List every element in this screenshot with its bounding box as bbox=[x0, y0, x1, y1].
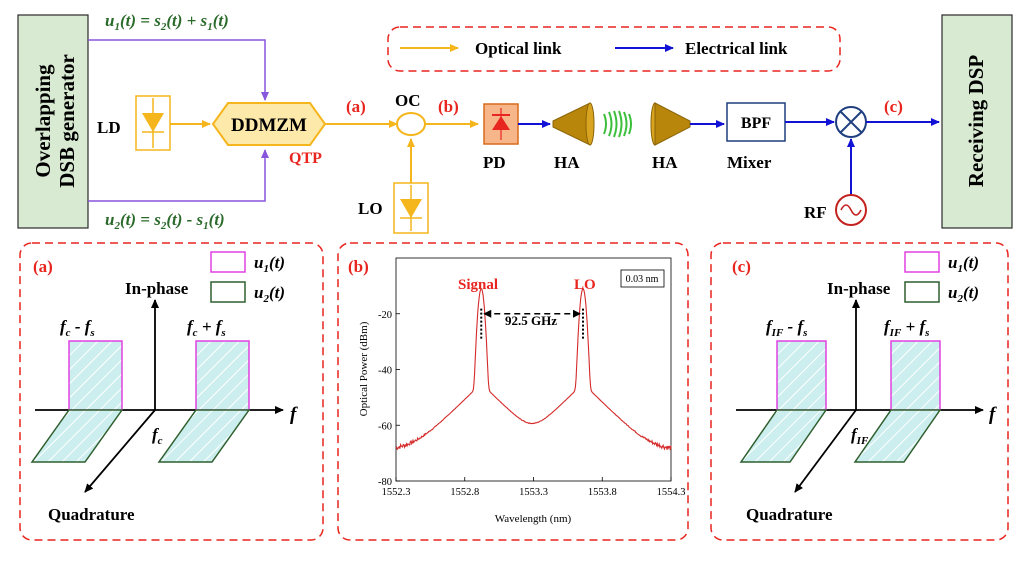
upper-sideband-quadrature bbox=[157, 409, 251, 463]
lo-source-label: LO bbox=[358, 199, 383, 218]
quadrature-label: Quadrature bbox=[746, 505, 833, 524]
optical-link-label: Optical link bbox=[475, 39, 562, 58]
chart-plot-area bbox=[395, 257, 672, 482]
rf-label: RF bbox=[804, 203, 827, 222]
point-b-tag: (b) bbox=[438, 97, 459, 116]
panel-a-tag: (a) bbox=[33, 257, 53, 276]
mixer-icon bbox=[835, 106, 867, 138]
ha-tx-label: HA bbox=[554, 153, 580, 172]
upper-band-label: fIF + fs bbox=[884, 317, 929, 339]
qtp-label: QTP bbox=[289, 150, 322, 167]
wireless-wave-icon bbox=[603, 110, 632, 138]
point-c-tag: (c) bbox=[884, 97, 903, 116]
ha-rx-label: HA bbox=[652, 153, 678, 172]
x-tick-label: 1553.3 bbox=[519, 487, 548, 498]
spectrum-trace bbox=[395, 287, 672, 451]
point-a-tag: (a) bbox=[346, 97, 366, 116]
y-tick-label: -60 bbox=[378, 421, 392, 432]
bandpass-filter-block: BPF bbox=[726, 102, 786, 142]
upper-sideband-inphase bbox=[890, 340, 941, 411]
x-tick-label: 1553.8 bbox=[588, 487, 617, 498]
legend-u1-swatch bbox=[210, 251, 246, 273]
legend-u1-label: u1(t) bbox=[254, 253, 285, 275]
quadrature-label: Quadrature bbox=[48, 505, 135, 524]
legend-u2-label: u2(t) bbox=[948, 283, 979, 305]
mixer-label: Mixer bbox=[727, 153, 772, 172]
inphase-label: In-phase bbox=[125, 279, 189, 298]
ddmzm-modulator: DDMZM bbox=[211, 102, 327, 146]
spacing-arrowhead bbox=[573, 309, 581, 318]
dsb-label-line2: DSB generator bbox=[55, 54, 79, 188]
upper-sideband-quadrature bbox=[853, 409, 942, 463]
resolution-box bbox=[620, 269, 665, 288]
lower-sideband-inphase bbox=[776, 340, 827, 411]
horn-antenna-rx-icon bbox=[650, 102, 691, 146]
center-frequency-label: fIF bbox=[851, 425, 869, 447]
spacing-label: 92.5 GHz bbox=[505, 313, 557, 328]
bpf-label: BPF bbox=[741, 115, 771, 132]
y-tick-label: -40 bbox=[378, 366, 392, 377]
u1-equation: u1(t) = s2(t) + s1(t) bbox=[105, 11, 229, 33]
ddmzm-label: DDMZM bbox=[231, 115, 307, 136]
optical-coupler bbox=[396, 112, 426, 136]
x-tick-label: 1552.8 bbox=[450, 487, 479, 498]
chart-peak-markers bbox=[480, 308, 584, 339]
oc-label: OC bbox=[395, 91, 421, 110]
lo-laser-icon bbox=[393, 182, 429, 234]
ld-label: LD bbox=[97, 118, 121, 137]
legend-u2-label: u2(t) bbox=[254, 283, 285, 305]
overlapping-dsb-generator-block: Overlapping DSB generator bbox=[17, 14, 89, 229]
rf-source-icon bbox=[835, 194, 867, 226]
upper-sideband-inphase bbox=[195, 340, 250, 411]
lower-sideband-inphase bbox=[68, 340, 123, 411]
lower-band-label: fIF - fs bbox=[766, 317, 807, 339]
x-tick-label: 1554.3 bbox=[657, 487, 686, 498]
legend-u2-swatch bbox=[904, 281, 940, 303]
spacing-arrowhead bbox=[483, 309, 492, 318]
chart-x-axis-label: Wavelength (nm) bbox=[495, 513, 572, 525]
electrical-link-label: Electrical link bbox=[685, 39, 788, 58]
f-axis-label: f bbox=[989, 404, 997, 425]
laser-diode-icon bbox=[135, 95, 171, 151]
panel-c: (c) u1(t) u2(t) In-phase f Quadrature fI… bbox=[710, 242, 1009, 541]
lower-band-label: fc - fs bbox=[60, 317, 95, 339]
y-tick-label: -80 bbox=[378, 477, 392, 488]
chart-y-axis-label: Optical Power (dBm) bbox=[358, 321, 370, 416]
upper-band-label: fc + fs bbox=[187, 317, 226, 339]
receiving-dsp-block: Receiving DSP bbox=[941, 14, 1013, 229]
optical-spectrum-chart: 1552.3 1552.8 1553.3 1553.8 1554.3 -20 -40 -60 -… bbox=[358, 257, 685, 525]
dsb-label-line1: Overlapping bbox=[31, 64, 55, 178]
u1-drive-line bbox=[88, 39, 269, 101]
panel-b: (b) 1552.3 1552.8 1553.3 1553.8 1554.3 -20 -40… bbox=[337, 242, 689, 541]
center-frequency-label: fc bbox=[152, 425, 163, 447]
lower-sideband-quadrature bbox=[30, 409, 124, 463]
panel-c-tag: (c) bbox=[732, 257, 751, 276]
signal-peak-label: Signal bbox=[458, 277, 498, 293]
panel-b-tag: (b) bbox=[348, 257, 369, 276]
x-tick-label: 1552.3 bbox=[382, 487, 411, 498]
quadrature-axis bbox=[794, 409, 857, 493]
lower-sideband-quadrature bbox=[739, 409, 828, 463]
u2-equation: u2(t) = s2(t) - s1(t) bbox=[105, 210, 225, 232]
receiving-dsp-label: Receiving DSP bbox=[964, 55, 988, 188]
f-axis-label: f bbox=[290, 404, 298, 425]
horn-antenna-tx-icon bbox=[552, 102, 595, 146]
photodiode-icon bbox=[483, 103, 519, 145]
legend-u1-swatch bbox=[904, 251, 940, 273]
quadrature-axis bbox=[84, 409, 156, 493]
lo-peak-label: LO bbox=[574, 277, 596, 293]
y-tick-label: -20 bbox=[378, 310, 392, 321]
inphase-label: In-phase bbox=[827, 279, 891, 298]
link-legend: Optical link Electrical link bbox=[387, 26, 841, 72]
pd-label: PD bbox=[483, 153, 506, 172]
panel-a: (a) u1(t) u2(t) In-phase f Quadrature fc… bbox=[19, 242, 324, 541]
chart-ticks: 1552.3 1552.8 1553.3 1553.8 1554.3 -20 -40 -60 -… bbox=[378, 310, 685, 498]
u2-drive-line bbox=[88, 149, 269, 202]
resolution-label: 0.03 nm bbox=[626, 274, 659, 285]
legend-u2-swatch bbox=[210, 281, 246, 303]
legend-u1-label: u1(t) bbox=[948, 253, 979, 275]
